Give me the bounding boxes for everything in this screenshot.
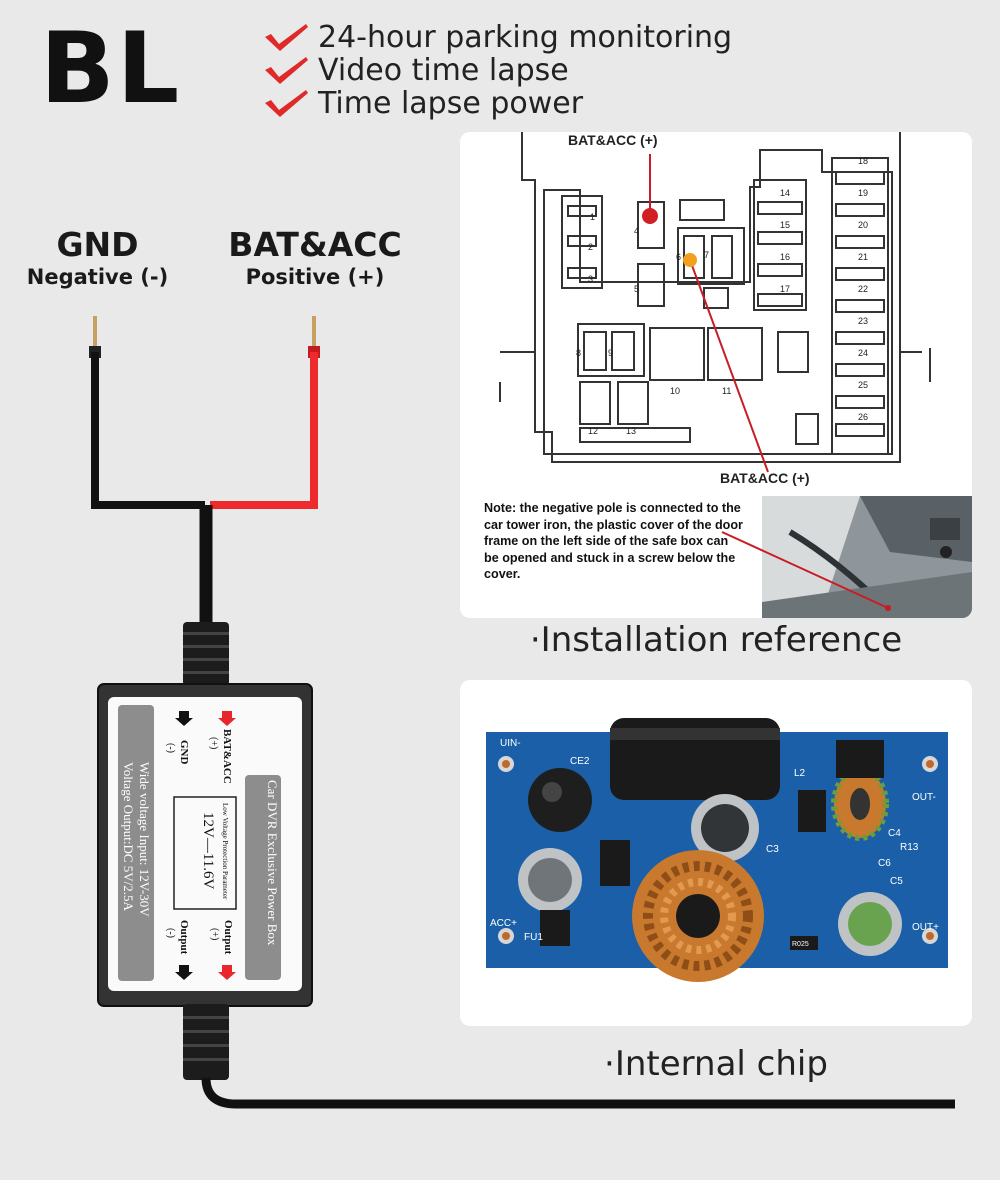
- svg-text:14: 14: [780, 188, 790, 198]
- gnd-wire: [91, 352, 205, 509]
- brand-logo: BL: [40, 12, 182, 126]
- installation-caption: ·Installation reference: [529, 620, 903, 660]
- feature-item: Video time lapse: [262, 53, 569, 88]
- chip-caption: ·Internal chip: [604, 1044, 828, 1084]
- feature-item: Time lapse power: [262, 86, 583, 121]
- svg-text:1: 1: [590, 212, 595, 222]
- feature-label: Time lapse power: [318, 86, 584, 121]
- svg-text:12: 12: [588, 426, 598, 436]
- powerbox-title: Car DVR Exclusive Power Box: [265, 780, 280, 946]
- fuse-number-labels: 1 2 3 4 5 6 7 8 9 10 11 12 13 14 15 16 1…: [576, 156, 868, 436]
- gnd-subtitle: Negative (-): [26, 265, 169, 289]
- feature-label: Video time lapse: [318, 53, 569, 88]
- installation-note: Note: the negative pole is connected to …: [484, 501, 743, 581]
- output-cable: [201, 1077, 955, 1109]
- label-uin: UIN-: [500, 738, 521, 749]
- svg-text:7: 7: [704, 250, 709, 260]
- label-r025: R025: [792, 941, 809, 948]
- bat-subtitle: Positive (+): [245, 265, 385, 289]
- callout-line-bottom: [689, 259, 769, 473]
- circuit-board-illustration: UIN- CE2 L2 OUT- ACC+ OUT+ FU1 R025 C3 C…: [486, 718, 948, 982]
- label-c6: C6: [878, 858, 891, 869]
- callout-dot-bottom: [683, 253, 697, 267]
- svg-text:26: 26: [858, 412, 868, 422]
- label-fu1: FU1: [524, 932, 543, 943]
- strain-relief-bottom: [183, 1004, 229, 1080]
- svg-text:3: 3: [588, 274, 593, 284]
- output-neg-label: Output: [178, 920, 190, 955]
- svg-text:15: 15: [780, 220, 790, 230]
- output-pos-arrow-icon: [218, 965, 236, 980]
- svg-text:13: 13: [626, 426, 636, 436]
- output-pos-sign: (+): [209, 928, 220, 941]
- gnd-wire-label: GND Negative (-): [10, 226, 185, 290]
- label-acc: ACC+: [490, 918, 517, 929]
- bat-acc-label-top: BAT&ACC (+): [568, 132, 658, 148]
- powerbox-input: Wide voltage Input: 12V-30V: [137, 762, 152, 917]
- label-c3: C3: [766, 844, 779, 855]
- check-icon: [265, 89, 308, 117]
- svg-text:6: 6: [676, 252, 681, 262]
- chip-panel: UIN- CE2 L2 OUT- ACC+ OUT+ FU1 R025 C3 C…: [460, 680, 972, 1026]
- bat-arrow-icon: [218, 711, 236, 726]
- bat-title: BAT&ACC: [228, 225, 402, 264]
- svg-text:17: 17: [780, 284, 790, 294]
- svg-text:11: 11: [722, 386, 731, 396]
- bat-sign: (+): [208, 737, 219, 750]
- svg-text:25: 25: [858, 380, 868, 390]
- gnd-sign: (-): [165, 743, 176, 753]
- gnd-wire-tip: [93, 316, 97, 348]
- svg-text:21: 21: [858, 252, 868, 262]
- bat-wire-label: BAT&ACC Positive (+): [215, 226, 415, 290]
- installation-panel: 1 2 3 4 5 6 7 8 9 10 11 12 13 14 15 16 1…: [460, 132, 972, 618]
- feature-label: 24-hour parking monitoring: [318, 20, 733, 55]
- feature-item: 24-hour parking monitoring: [262, 20, 732, 55]
- powerbox-output: Voltage Output:DC 5V/2.5A: [121, 762, 136, 911]
- svg-text:18: 18: [858, 156, 868, 166]
- svg-text:19: 19: [858, 188, 868, 198]
- label-r13: R13: [900, 842, 919, 853]
- check-icon: [265, 23, 308, 51]
- svg-text:10: 10: [670, 386, 680, 396]
- gnd-title: GND: [56, 225, 139, 264]
- bat-label: BAT&ACC: [221, 729, 233, 784]
- label-out-plus: OUT+: [912, 922, 939, 933]
- svg-text:24: 24: [858, 348, 868, 358]
- protection-value: 12V—11.6V: [200, 812, 216, 890]
- svg-text:5: 5: [634, 284, 639, 294]
- svg-text:4: 4: [634, 226, 639, 236]
- label-c5: C5: [890, 876, 903, 887]
- callout-dot-top: [642, 208, 658, 224]
- output-neg-arrow-icon: [175, 965, 193, 980]
- output-neg-sign: (-): [165, 928, 176, 938]
- bat-wire: [210, 352, 318, 509]
- strain-relief-top: [183, 622, 229, 686]
- svg-text:2: 2: [588, 242, 593, 252]
- fuse-box-diagram: 1 2 3 4 5 6 7 8 9 10 11 12 13 14 15 16 1…: [499, 132, 972, 618]
- capacitor-1: [528, 768, 592, 832]
- label-c4: C4: [888, 828, 901, 839]
- svg-text:20: 20: [858, 220, 868, 230]
- bat-wire-tip: [312, 316, 316, 348]
- bat-acc-label-bottom: BAT&ACC (+): [720, 470, 810, 486]
- check-icon: [265, 56, 308, 84]
- svg-text:9: 9: [608, 348, 613, 358]
- gnd-arrow-icon: [175, 711, 193, 726]
- gnd-label: GND: [178, 740, 190, 765]
- label-out-minus: OUT-: [912, 792, 936, 803]
- svg-text:8: 8: [576, 348, 581, 358]
- car-interior-photo: [721, 496, 972, 618]
- label-ce2: CE2: [570, 756, 590, 767]
- output-pos-label: Output: [222, 920, 234, 955]
- protection-label: Low Voltage Protection Parameter: [221, 803, 229, 900]
- ic-chip-top: [836, 740, 884, 778]
- svg-text:22: 22: [858, 284, 868, 294]
- label-l2: L2: [794, 768, 806, 779]
- svg-text:23: 23: [858, 316, 868, 326]
- svg-text:16: 16: [780, 252, 790, 262]
